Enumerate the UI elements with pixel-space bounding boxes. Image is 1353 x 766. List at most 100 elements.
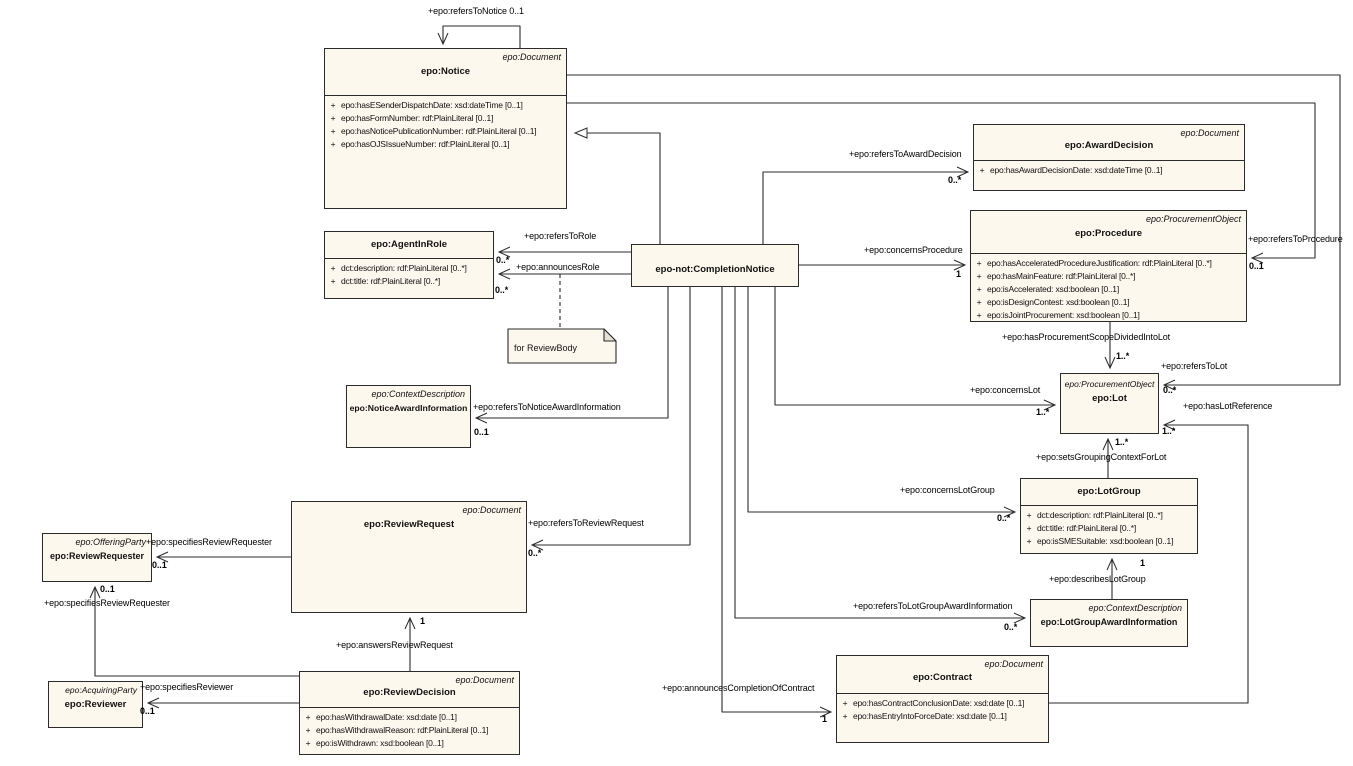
multiplicity-announces-completion-of-contract: 1 [822, 714, 827, 724]
edge-label-concerns-procedure: +epo:concernsProcedure [864, 245, 963, 255]
multiplicity-has-procurement-scope-divided-into-lot: 1..* [1116, 351, 1130, 361]
edge-label-specifies-reviewer: +epo:specifiesReviewer [140, 682, 234, 692]
attribute: +epo:hasMainFeature: rdf:PlainLiteral [0… [971, 270, 1244, 283]
multiplicity-concerns-lot-group: 0..* [997, 513, 1011, 523]
attribute: +epo:hasOJSIssueNumber: rdf:PlainLiteral… [325, 138, 564, 151]
class-epo-contract[interactable]: epo:Document epo:Contract +epo:hasContra… [836, 655, 1049, 743]
class-epo-not-completionnotice[interactable]: epo-not:CompletionNotice [631, 244, 799, 287]
edge-label-announces-role: +epo:announcesRole [516, 262, 600, 272]
edge-label-announces-completion-of-contract: +epo:announcesCompletionOfContract [662, 683, 815, 693]
edge-refers-to-procedure[interactable] [566, 102, 1316, 264]
edge-generalization-completionnotice-to-notice[interactable] [573, 127, 661, 244]
visibility-public: + [1026, 510, 1032, 520]
class-epo-reviewer[interactable]: epo:AcquiringParty epo:Reviewer [48, 681, 143, 728]
edge-label-refers-to-notice-award-information: +epo:refersToNoticeAwardInformation [473, 402, 621, 412]
stereotype-label: epo:ProcurementObject [1064, 379, 1155, 389]
class-epo-lotgroupawardinformation[interactable]: epo:ContextDescription epo:LotGroupAward… [1030, 599, 1188, 647]
edge-label-refers-to-procedure: +epo:refersToProcedure [1248, 234, 1343, 244]
attribute: +dct:description: rdf:PlainLiteral [0..*… [1021, 509, 1195, 522]
visibility-public: + [305, 725, 311, 735]
edge-label-describes-lot-group: +epo:describesLotGroup [1049, 574, 1146, 584]
attributes-compartment: +epo:hasESenderDispatchDate: xsd:dateTim… [325, 95, 566, 154]
class-title: epo-not:CompletionNotice [655, 264, 775, 275]
visibility-public: + [1026, 523, 1032, 533]
edge-label-specifies-review-requester-from-decision: +epo:specifiesReviewRequester [44, 598, 170, 608]
attribute: +epo:hasWithdrawalReason: rdf:PlainLiter… [300, 724, 517, 737]
class-epo-lot[interactable]: epo:ProcurementObject epo:Lot [1060, 373, 1159, 434]
stereotype-label: epo:OfferingParty [75, 537, 146, 547]
visibility-public: + [305, 712, 311, 722]
edge-announces-completion-of-contract[interactable] [721, 287, 833, 718]
attribute: +epo:hasESenderDispatchDate: xsd:dateTim… [325, 99, 564, 112]
class-title: epo:LotGroup [1077, 486, 1141, 497]
stereotype-label: epo:Document [1180, 128, 1239, 138]
multiplicity-refers-to-award-decision: 0..* [948, 175, 962, 185]
edge-label-refers-to-role: +epo:refersToRole [524, 231, 597, 241]
visibility-public: + [976, 258, 982, 268]
multiplicity-refers-to-notice-award-information: 0..1 [474, 427, 489, 437]
visibility-public: + [976, 284, 982, 294]
edge-label-refers-to-lot: +epo:refersToLot [1161, 361, 1228, 371]
multiplicity-refers-to-lot-group-award-information: 0..* [1004, 622, 1018, 632]
attributes-compartment: +dct:description: rdf:PlainLiteral [0..*… [1021, 505, 1197, 551]
attribute: +epo:isAccelerated: xsd:boolean [0..1] [971, 283, 1244, 296]
class-title: epo:AgentInRole [371, 239, 447, 250]
class-epo-reviewrequester[interactable]: epo:OfferingParty epo:ReviewRequester [42, 533, 152, 582]
stereotype-label: epo:Document [502, 52, 561, 62]
class-title: epo:Lot [1092, 393, 1127, 404]
multiplicity-describes-lot-group: 1 [1140, 558, 1145, 568]
edge-label-refers-to-lot-group-award-information: +epo:refersToLotGroupAwardInformation [853, 601, 1013, 611]
multiplicity-specifies-review-requester-from-decision: 0..1 [100, 584, 115, 594]
edge-concerns-lot[interactable] [774, 287, 1057, 411]
edge-concerns-lot-group[interactable] [747, 287, 1017, 518]
edge-label-concerns-lot: +epo:concernsLot [970, 385, 1041, 395]
edge-label-has-procurement-scope-divided-into-lot: +epo:hasProcurementScopeDividedIntoLot [1002, 332, 1171, 342]
edge-label-sets-grouping-context-for-lot: +epo:setsGroupingContextForLot [1036, 452, 1167, 462]
stereotype-label: epo:Document [455, 675, 514, 685]
edge-refers-to-award-decision[interactable] [762, 166, 970, 244]
class-epo-reviewrequest[interactable]: epo:Document epo:ReviewRequest [291, 501, 527, 613]
stereotype-label: epo:ProcurementObject [1145, 214, 1241, 224]
attribute: +epo:isDesignContest: xsd:boolean [0..1] [971, 296, 1244, 309]
edge-refers-to-notice-award-information[interactable] [474, 287, 669, 424]
edge-specifies-review-requester-from-decision[interactable] [89, 585, 299, 677]
edge-refers-to-notice[interactable] [437, 25, 521, 48]
visibility-public: + [305, 738, 311, 748]
visibility-public: + [976, 271, 982, 281]
visibility-public: + [330, 126, 336, 136]
visibility-public: + [842, 698, 848, 708]
multiplicity-refers-to-lot: 0..* [1163, 385, 1177, 395]
attribute: +epo:hasWithdrawalDate: xsd:date [0..1] [300, 711, 517, 724]
multiplicity-sets-grouping-context-for-lot: 1..* [1115, 437, 1129, 447]
note-shape[interactable] [507, 328, 617, 364]
edge-refers-to-lot[interactable] [566, 74, 1341, 391]
class-title: epo:Notice [420, 66, 471, 77]
class-epo-agentinrole[interactable]: epo:AgentInRole +dct:description: rdf:Pl… [324, 231, 494, 299]
attribute: +epo:hasAwardDecisionDate: xsd:dateTime … [974, 164, 1242, 177]
class-epo-procedure[interactable]: epo:ProcurementObject epo:Procedure +epo… [970, 210, 1247, 322]
edge-label-refers-to-notice: +epo:refersToNotice 0..1 [428, 6, 524, 16]
stereotype-label: epo:AcquiringParty [65, 685, 137, 695]
attribute: +dct:description: rdf:PlainLiteral [0..*… [325, 262, 491, 275]
attribute: +epo:isSMESuitable: xsd:boolean [0..1] [1021, 535, 1195, 548]
visibility-public: + [976, 297, 982, 307]
class-epo-reviewdecision[interactable]: epo:Document epo:ReviewDecision +epo:has… [299, 671, 520, 755]
attribute: +epo:hasContractConclusionDate: xsd:date… [837, 697, 1046, 710]
edge-label-answers-review-request: +epo:answersReviewRequest [336, 640, 453, 650]
visibility-public: + [842, 711, 848, 721]
class-epo-awarddecision[interactable]: epo:Document epo:AwardDecision +epo:hasA… [973, 124, 1245, 191]
class-title: epo:Procedure [1074, 228, 1143, 239]
edge-has-lot-reference[interactable] [1049, 419, 1249, 704]
class-title: epo:AwardDecision [1064, 140, 1154, 151]
multiplicity-refers-to-procedure: 0..1 [1249, 261, 1264, 271]
class-epo-lotgroup[interactable]: epo:LotGroup +dct:description: rdf:Plain… [1020, 478, 1198, 554]
class-epo-noticeawardinformation[interactable]: epo:ContextDescription epo:NoticeAwardIn… [346, 385, 471, 448]
visibility-public: + [330, 276, 336, 286]
edge-refers-to-review-request[interactable] [530, 287, 691, 551]
edge-label-has-lot-reference: +epo:hasLotReference [1183, 401, 1273, 411]
attribute: +epo:hasFormNumber: rdf:PlainLiteral [0.… [325, 112, 564, 125]
edge-refers-to-lot-group-award-information[interactable] [734, 287, 1027, 624]
class-epo-notice[interactable]: epo:Document epo:Notice +epo:hasESenderD… [324, 48, 567, 209]
edge-label-concerns-lot-group: +epo:concernsLotGroup [900, 485, 995, 495]
